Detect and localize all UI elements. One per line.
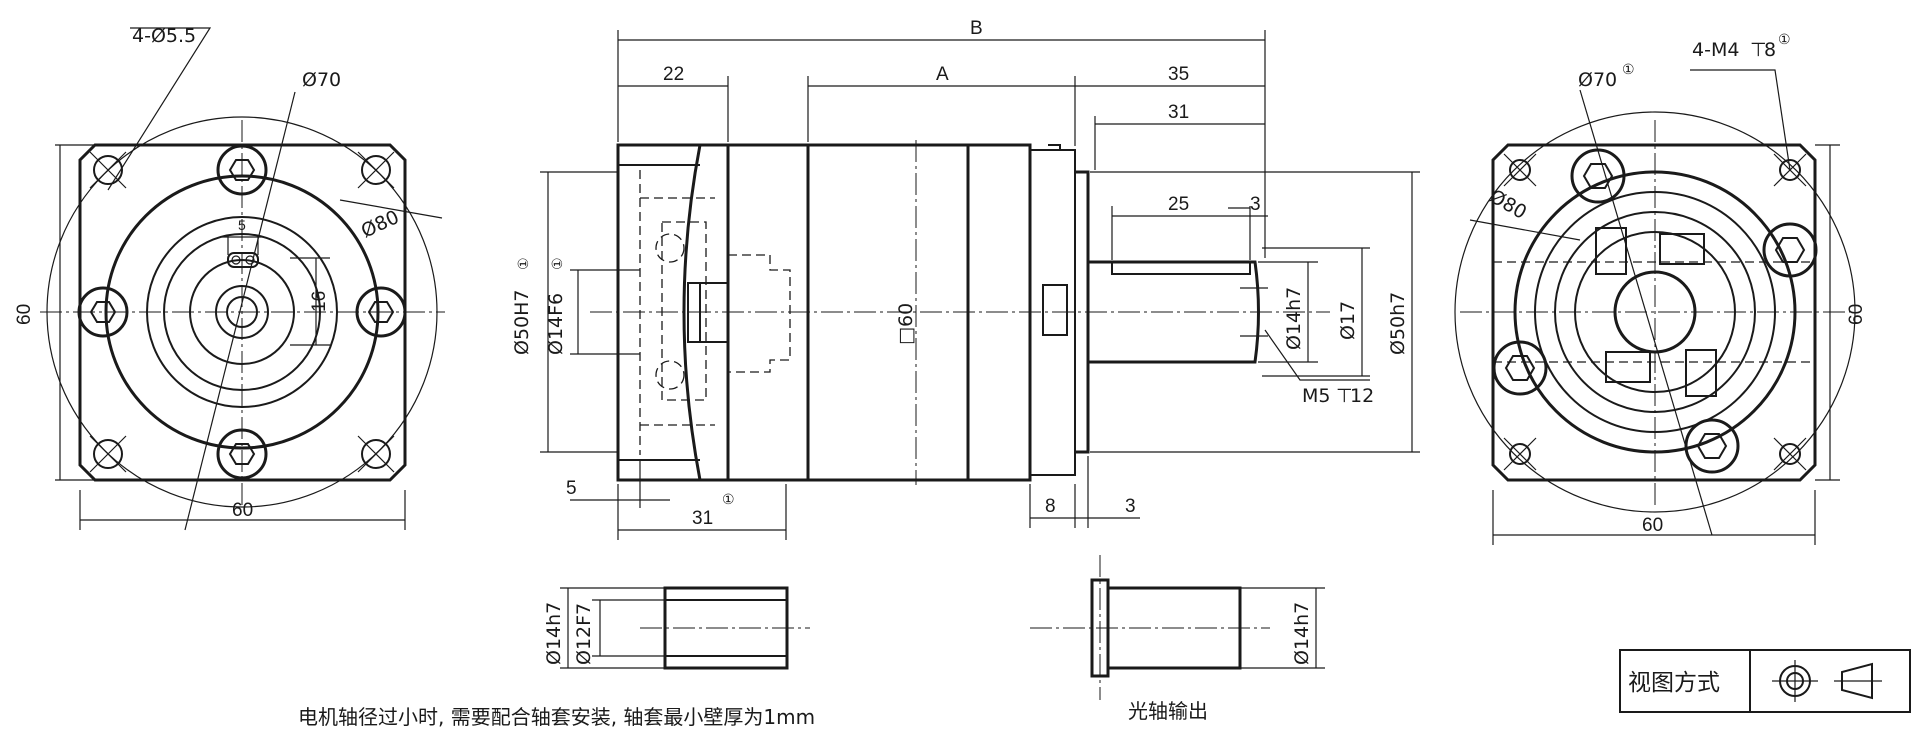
dim-bore-14: Ø14F6 xyxy=(545,293,567,355)
left-end-view: 4-Ø5.5 Ø70 Ø80 5 16 60 60 xyxy=(14,25,445,531)
dim-sleeve-od: Ø14h7 xyxy=(543,602,565,665)
view-method-box: 视图方式 xyxy=(1619,649,1911,713)
dim-left-holes: 4-Ø5.5 xyxy=(132,25,196,47)
smooth-shaft-detail: Ø14h7 光轴输出 xyxy=(1030,555,1325,723)
thread-depth-symbol: ⊤ xyxy=(1336,385,1353,407)
dim-len-31-bottom: 31 xyxy=(692,508,713,529)
dim-left-shaft: 16 xyxy=(309,291,330,312)
dim-right-threads: 4-M4 xyxy=(1692,39,1739,61)
right-end-view: Ø70 ① 4-M4 ⊤ 8 ① Ø80 60 60 xyxy=(1454,31,1867,545)
dim-square-60: □60 xyxy=(895,303,917,345)
dim-left-outer: Ø80 xyxy=(358,206,403,242)
dim-right-pcd: Ø70 xyxy=(1578,69,1617,91)
concentric-circles-icon xyxy=(1772,660,1818,702)
dim-right-width: 60 xyxy=(1642,515,1663,536)
note-mark-right-threads: ① xyxy=(1778,31,1791,47)
thread-depth-symbol: ⊤ xyxy=(1750,39,1767,61)
dim-len-22: 22 xyxy=(663,64,684,85)
dim-right-height: 60 xyxy=(1846,304,1867,325)
hex-screw-icon xyxy=(1492,148,1818,474)
dim-len-5: 5 xyxy=(566,478,577,499)
dim-shaft-17: Ø17 xyxy=(1337,301,1359,340)
smooth-shaft-note: 光轴输出 xyxy=(1128,699,1208,723)
sleeve-note: 电机轴径过小时, 需要配合轴套安装, 轴套最小壁厚为1mm xyxy=(298,705,815,729)
side-view: B 22 A 35 31 25 3 Ø50H7 ① Ø14F6 ① □60 Ø1… xyxy=(511,18,1420,540)
dim-len-31: 31 xyxy=(1168,102,1189,123)
corner-hole-icon xyxy=(89,151,395,473)
dim-len-25: 25 xyxy=(1168,194,1189,215)
note-mark-len-31: ① xyxy=(722,491,735,507)
view-method-label: 视图方式 xyxy=(1628,670,1720,696)
note-mark-right-pcd: ① xyxy=(1622,61,1635,77)
dim-left-width: 60 xyxy=(232,500,253,521)
dim-right-thread-depth: 8 xyxy=(1764,39,1776,61)
truncated-cone-icon xyxy=(1834,662,1882,700)
dim-thread-depth: 12 xyxy=(1350,385,1374,407)
dim-total-b: B xyxy=(970,18,983,39)
dim-len-35: 35 xyxy=(1168,64,1189,85)
dim-left-pcd: Ø70 xyxy=(302,69,341,91)
dim-sleeve-id: Ø12F7 xyxy=(573,603,595,665)
dim-spigot-50: Ø50h7 xyxy=(1387,292,1409,355)
note-mark-bore-50: ① xyxy=(515,257,531,270)
dim-len-8: 8 xyxy=(1045,496,1056,517)
dim-len-3-key: 3 xyxy=(1250,194,1261,215)
note-mark-bore-14: ① xyxy=(549,257,565,270)
dim-thread: M5 xyxy=(1302,385,1330,407)
shaft-sleeve-detail: Ø14h7 Ø12F7 电机轴径过小时, 需要配合轴套安装, 轴套最小壁厚为1m… xyxy=(298,586,815,729)
dim-len-a: A xyxy=(936,64,949,85)
dim-left-key: 5 xyxy=(238,217,246,233)
dim-len-3-bottom: 3 xyxy=(1125,496,1136,517)
dim-bore-50: Ø50H7 xyxy=(511,289,533,355)
dim-shaft-14: Ø14h7 xyxy=(1283,287,1305,350)
dim-left-height: 60 xyxy=(14,304,35,325)
dim-smooth-shaft: Ø14h7 xyxy=(1291,602,1313,665)
